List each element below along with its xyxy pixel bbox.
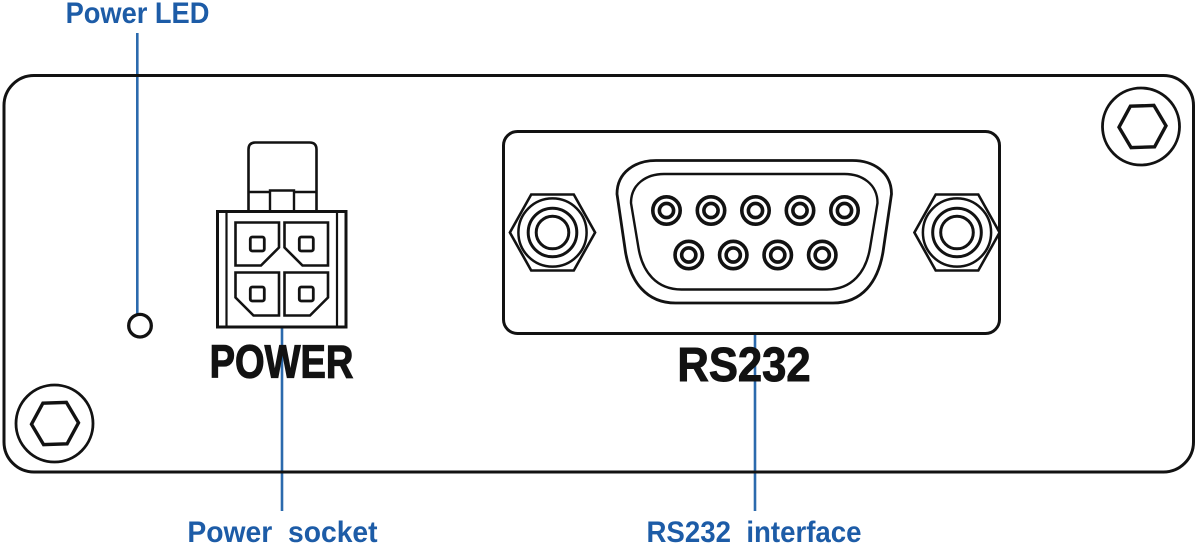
svg-text:RS232 interface: RS232 interface (646, 516, 861, 545)
svg-text:Power LED: Power LED (66, 0, 210, 30)
svg-text:RS232: RS232 (677, 338, 810, 391)
svg-text:Power socket: Power socket (187, 516, 378, 545)
svg-text:POWER: POWER (210, 336, 354, 387)
